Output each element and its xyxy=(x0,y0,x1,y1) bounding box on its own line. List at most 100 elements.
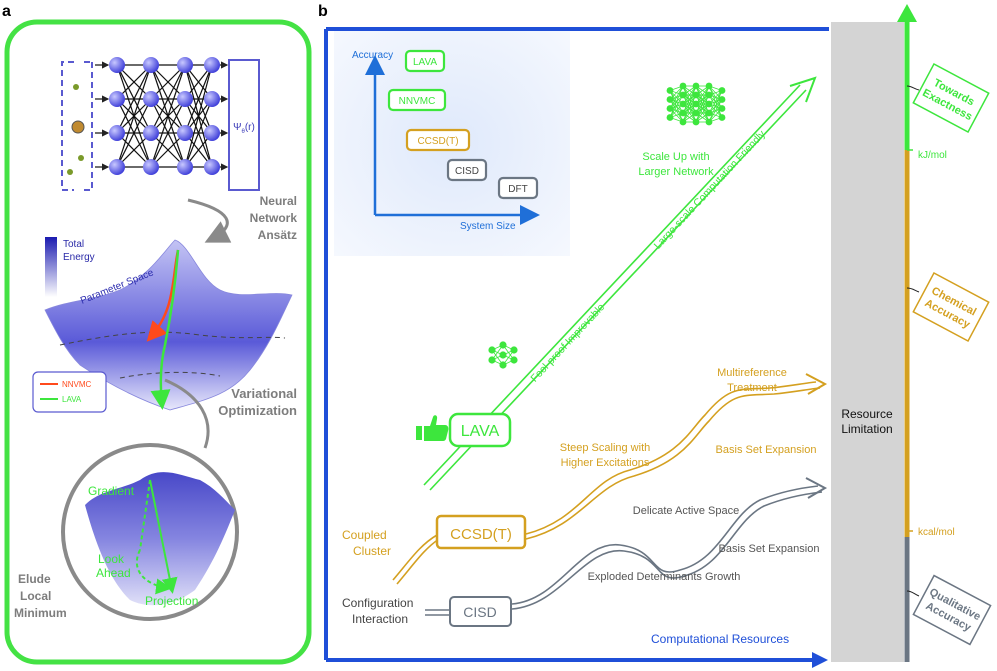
steep-label-2: Higher Excitations xyxy=(561,457,650,469)
network-connections xyxy=(95,61,229,171)
projection-arrow xyxy=(149,479,178,594)
network-node-1-1 xyxy=(143,91,159,107)
vo-label-1: Variational xyxy=(231,386,297,401)
lava-path xyxy=(150,249,180,410)
large-scale-label: Large-scale Computation Friendly xyxy=(652,128,769,252)
big-nn-node-2-3 xyxy=(692,109,700,117)
multiref-label-2: Treatment xyxy=(727,382,777,394)
big-nn-node-0-1 xyxy=(666,96,674,103)
big-nn-node-0-0 xyxy=(666,87,674,94)
big-nn-node-3-3 xyxy=(705,109,713,117)
nn-caption-3: Ansätz xyxy=(258,228,297,242)
exploded-label: Exploded Determinants Growth xyxy=(588,571,741,583)
scale-arrowhead xyxy=(897,4,917,22)
inset-label-3: CISD xyxy=(455,166,479,177)
inset-y-label: Accuracy xyxy=(352,50,393,61)
small-nn-node-2-0 xyxy=(510,346,518,354)
big-nn-node-1-1 xyxy=(679,91,687,99)
kcal-label: kcal/mol xyxy=(918,527,955,538)
network-nodes xyxy=(109,57,220,175)
inset-x-label: System Size xyxy=(460,221,516,232)
big-nn-node-2-0 xyxy=(692,82,700,90)
big-nn-node-1-4 xyxy=(679,118,687,126)
panel-b-label: b xyxy=(318,3,328,20)
nn-to-surface-arrow xyxy=(187,198,232,243)
elude-label-1: Elude xyxy=(18,572,51,586)
network-node-1-3 xyxy=(143,159,159,175)
inset-label-1: NNVMC xyxy=(399,96,436,107)
network-node-3-3 xyxy=(204,159,220,175)
config-label-1: Configuration xyxy=(342,596,413,610)
network-node-2-1 xyxy=(177,91,193,107)
energy-label-1: Total xyxy=(63,239,84,250)
small-nn-node-0-0 xyxy=(488,346,496,354)
ccsdt-trajectory xyxy=(392,373,828,585)
contour-2 xyxy=(119,371,221,379)
big-nn-node-4-3 xyxy=(718,114,726,121)
delicate-label: Delicate Active Space xyxy=(633,505,739,517)
network-node-2-2 xyxy=(177,125,193,141)
large-network-icon xyxy=(666,82,726,126)
contour-1 xyxy=(59,331,286,346)
small-network-icon xyxy=(488,341,518,369)
resource-limitation-band xyxy=(831,22,904,662)
big-nn-node-4-1 xyxy=(718,96,726,103)
computational-resources-label: Computational Resources xyxy=(651,632,789,646)
inset-label-2: CCSD(T) xyxy=(417,136,458,147)
zoom-connector xyxy=(164,378,210,449)
input-bracket xyxy=(61,61,94,191)
network-node-0-1 xyxy=(109,91,125,107)
coupled-label-2: Cluster xyxy=(353,544,391,558)
coupled-label-1: Coupled xyxy=(342,528,387,542)
small-nn-node-1-0 xyxy=(499,341,507,349)
thumbs-up-icon xyxy=(416,415,449,441)
elude-label-3: Minimum xyxy=(14,606,67,620)
scale-up-label-1: Scale Up with xyxy=(642,151,709,163)
nn-caption-1: Neural xyxy=(260,194,297,208)
steep-label-1: Steep Scaling with xyxy=(560,442,651,454)
network-node-2-3 xyxy=(177,159,193,175)
scale-up-label-2: Larger Network xyxy=(638,166,714,178)
inset-box-2 xyxy=(405,128,471,152)
network-node-0-0 xyxy=(109,57,125,73)
inset-box-0 xyxy=(404,49,446,73)
legend-lava-label: LAVA xyxy=(62,395,82,404)
tag-towards-exactness: Towards Exactness xyxy=(906,63,990,133)
network-node-3-1 xyxy=(204,91,220,107)
cisd-trajectory xyxy=(425,477,828,616)
panel-a-label: a xyxy=(2,3,11,20)
ccsdt-method-box xyxy=(435,514,527,550)
lava-method-label: LAVA xyxy=(461,423,500,440)
big-nn-node-1-3 xyxy=(679,109,687,117)
small-nn-node-2-1 xyxy=(510,356,518,364)
big-nn-node-3-0 xyxy=(705,82,713,90)
look-label-1: Look xyxy=(98,552,125,566)
big-nn-node-0-2 xyxy=(666,105,674,112)
tag-qualitative-accuracy: Qualitative Accuracy xyxy=(906,574,992,646)
small-nn-node-1-1 xyxy=(499,351,507,359)
inset-box-4 xyxy=(497,176,539,200)
network-node-0-2 xyxy=(109,125,125,141)
big-nn-node-2-2 xyxy=(692,100,700,108)
input-atoms xyxy=(67,84,85,175)
small-nn-node-1-2 xyxy=(499,361,507,369)
lava-method-box xyxy=(448,412,512,448)
big-nn-node-3-1 xyxy=(705,91,713,99)
config-label-2: Interaction xyxy=(352,612,408,626)
inset-methods: LAVA NNVMC CCSD(T) CISD DFT xyxy=(387,49,539,200)
nn-caption-2: Network xyxy=(250,211,298,225)
zoom-surface xyxy=(85,472,235,606)
big-nn-node-3-2 xyxy=(705,100,713,108)
kj-label: kJ/mol xyxy=(918,150,947,161)
basis-label-1: Basis Set Expansion xyxy=(716,444,817,456)
multiref-label-1: Multireference xyxy=(717,367,787,379)
network-node-0-3 xyxy=(109,159,125,175)
big-nn-node-1-2 xyxy=(679,100,687,108)
network-node-3-2 xyxy=(204,125,220,141)
wavefunction-box xyxy=(228,59,260,191)
inset-label-0: LAVA xyxy=(413,57,437,68)
inset-label-4: DFT xyxy=(508,184,527,195)
look-ahead-arrow xyxy=(135,549,172,595)
foolproof-label: Fool-proof Improvable xyxy=(528,301,607,384)
